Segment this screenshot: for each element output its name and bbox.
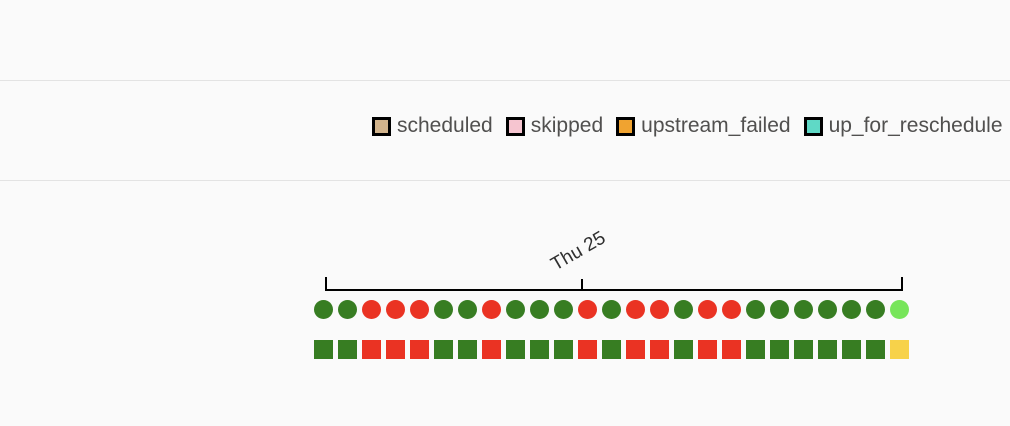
dag-run-circle-success[interactable]	[770, 300, 789, 319]
task-instance-square-failed[interactable]	[578, 340, 597, 359]
task-instance-status-row	[314, 340, 909, 359]
dag-run-circle-failed[interactable]	[626, 300, 645, 319]
dag-run-circle-success[interactable]	[458, 300, 477, 319]
legend-swatch-upstream_failed	[616, 116, 636, 136]
legend-item-upstream_failed: upstream_failed	[616, 114, 791, 138]
dag-run-circle-failed[interactable]	[578, 300, 597, 319]
legend-label-skipped: skipped	[530, 114, 604, 137]
task-instance-square-success[interactable]	[554, 340, 573, 359]
task-instance-square-success[interactable]	[794, 340, 813, 359]
legend-item-skipped: skipped	[505, 114, 604, 138]
task-instance-square-success[interactable]	[770, 340, 789, 359]
dag-run-circle-failed[interactable]	[698, 300, 717, 319]
task-instance-square-success[interactable]	[746, 340, 765, 359]
legend-divider	[0, 180, 1010, 181]
axis-tick-thu25	[581, 279, 583, 290]
dag-run-circle-success[interactable]	[554, 300, 573, 319]
dag-run-circle-failed[interactable]	[386, 300, 405, 319]
legend-label-up_for_reschedule: up_for_reschedule	[828, 114, 1003, 137]
task-instance-square-failed[interactable]	[482, 340, 501, 359]
task-instance-square-failed[interactable]	[626, 340, 645, 359]
dag-run-status-row	[314, 300, 909, 319]
task-instance-square-success[interactable]	[338, 340, 357, 359]
dag-run-circle-success[interactable]	[506, 300, 525, 319]
task-instance-square-success[interactable]	[506, 340, 525, 359]
dag-run-circle-failed[interactable]	[650, 300, 669, 319]
legend-swatch-skipped	[505, 116, 525, 136]
dag-run-circle-success[interactable]	[818, 300, 837, 319]
dag-run-circle-failed[interactable]	[722, 300, 741, 319]
axis-tick-start	[325, 277, 327, 290]
dag-run-circle-running[interactable]	[890, 300, 909, 319]
task-instance-square-success[interactable]	[314, 340, 333, 359]
task-instance-square-success[interactable]	[674, 340, 693, 359]
axis-tick-label: Thu 25	[547, 227, 610, 276]
legend-label-scheduled: scheduled	[397, 114, 493, 137]
dag-run-circle-success[interactable]	[674, 300, 693, 319]
axis-tick-end	[901, 277, 903, 290]
legend-label-upstream_failed: upstream_failed	[641, 114, 791, 137]
task-instance-square-failed[interactable]	[410, 340, 429, 359]
legend-swatch-scheduled	[372, 116, 391, 136]
dag-run-circle-success[interactable]	[746, 300, 765, 319]
dag-run-circle-success[interactable]	[434, 300, 453, 319]
dag-run-circle-success[interactable]	[866, 300, 885, 319]
dag-run-circle-success[interactable]	[794, 300, 813, 319]
dag-run-circle-success[interactable]	[530, 300, 549, 319]
dag-run-circle-success[interactable]	[338, 300, 357, 319]
dag-run-circle-success[interactable]	[314, 300, 333, 319]
task-instance-square-success[interactable]	[818, 340, 837, 359]
dag-run-circle-failed[interactable]	[482, 300, 501, 319]
legend-item-scheduled: scheduled	[372, 114, 493, 138]
dag-run-circle-success[interactable]	[602, 300, 621, 319]
task-instance-square-success[interactable]	[458, 340, 477, 359]
legend-item-up_for_reschedule: up_for_reschedule	[803, 114, 1003, 138]
task-instance-square-failed[interactable]	[698, 340, 717, 359]
header-divider	[0, 80, 1010, 81]
task-instance-square-success[interactable]	[842, 340, 861, 359]
legend-swatch-up_for_reschedule	[803, 116, 823, 136]
state-legend: scheduled skipped upstream_failed up_for_re…	[372, 112, 1003, 140]
task-instance-square-up_for_retry[interactable]	[890, 340, 909, 359]
task-instance-square-failed[interactable]	[722, 340, 741, 359]
task-instance-square-success[interactable]	[530, 340, 549, 359]
task-instance-square-failed[interactable]	[650, 340, 669, 359]
task-instance-square-failed[interactable]	[362, 340, 381, 359]
dag-run-circle-failed[interactable]	[410, 300, 429, 319]
dag-run-circle-failed[interactable]	[362, 300, 381, 319]
task-instance-square-failed[interactable]	[386, 340, 405, 359]
task-instance-square-success[interactable]	[866, 340, 885, 359]
task-instance-square-success[interactable]	[434, 340, 453, 359]
dag-run-circle-success[interactable]	[842, 300, 861, 319]
timeline-axis-line	[325, 289, 903, 291]
task-instance-square-success[interactable]	[602, 340, 621, 359]
